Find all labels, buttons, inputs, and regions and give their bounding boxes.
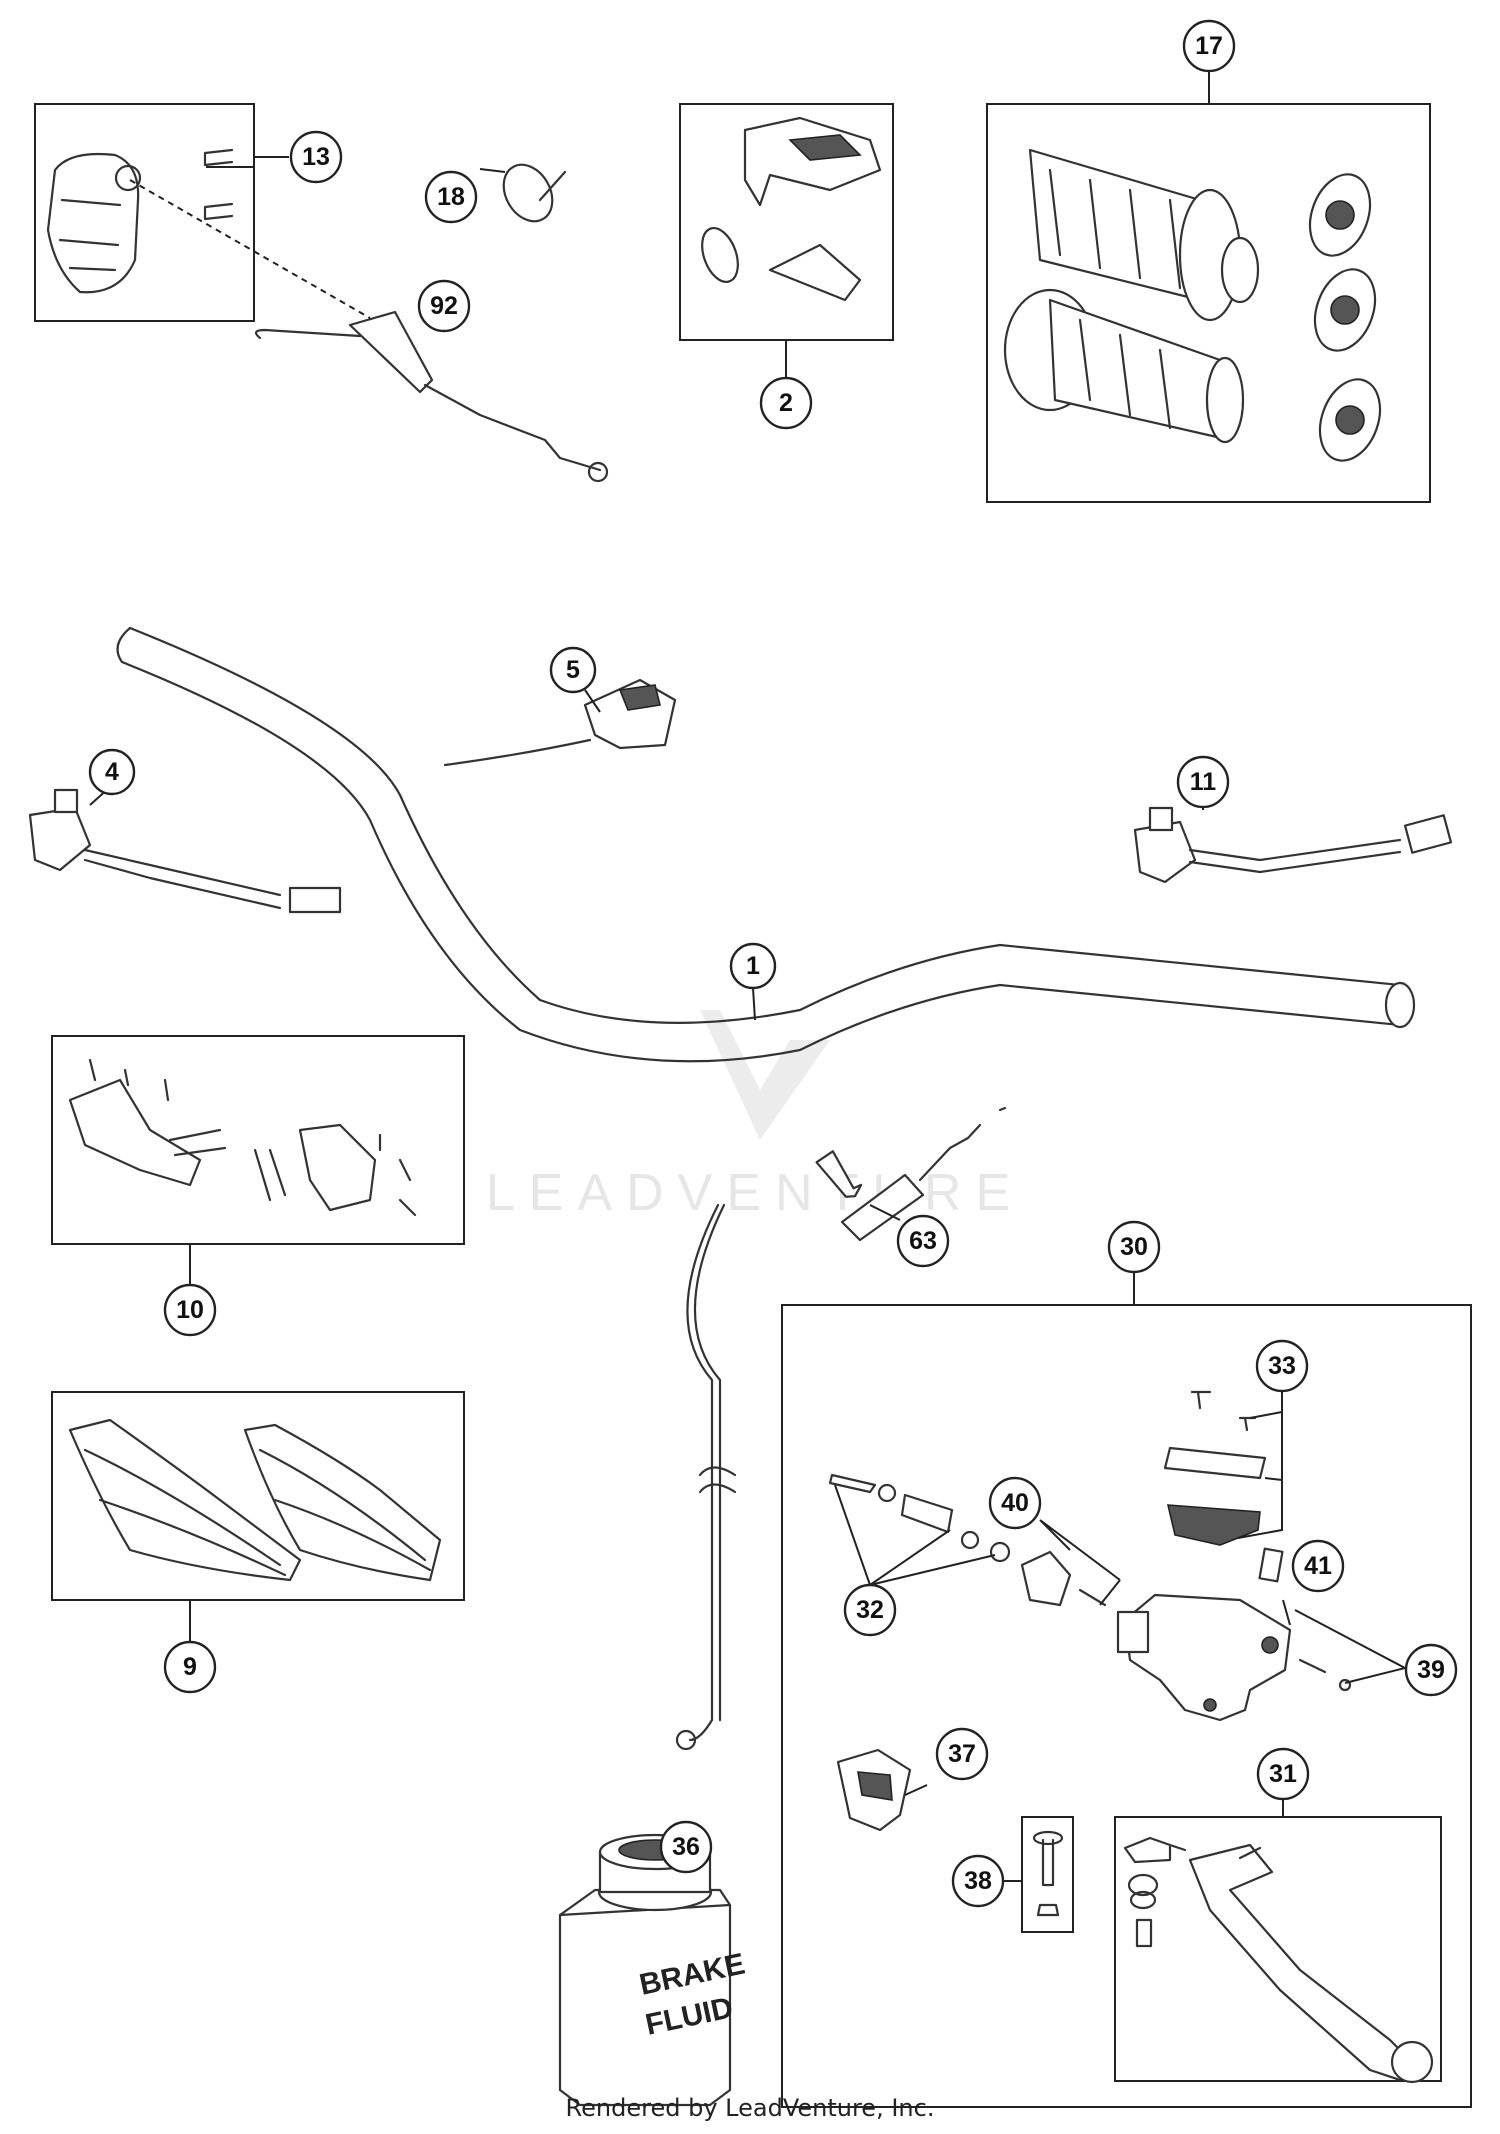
svg-text:39: 39: [1417, 1656, 1445, 1684]
svg-text:32: 32: [856, 1596, 884, 1624]
piston-kit-32: [828, 1473, 1011, 1563]
callout-1: 1: [729, 942, 777, 990]
handguard-mounts-10: [68, 1058, 417, 1217]
brake-hose-63: [675, 1106, 1007, 1751]
callout-18: 18: [424, 170, 478, 224]
callout-39: 39: [1404, 1643, 1458, 1697]
callout-41: 41: [1291, 1539, 1345, 1593]
svg-text:41: 41: [1304, 1552, 1332, 1580]
callout-13: 13: [289, 130, 343, 184]
callout-38: 38: [951, 1854, 1005, 1908]
svg-text:4: 4: [105, 758, 119, 786]
callout-2: 2: [759, 376, 813, 430]
bolt-41: [1258, 1547, 1284, 1583]
svg-text:5: 5: [566, 656, 580, 684]
svg-text:1: 1: [746, 952, 760, 980]
svg-text:9: 9: [183, 1653, 197, 1681]
callout-37: 37: [935, 1727, 989, 1781]
grip-set-17: [1003, 148, 1382, 462]
boot-40: [1020, 1550, 1107, 1607]
callout-10: 10: [163, 1283, 217, 1337]
handguards-9: [68, 1418, 442, 1582]
box-31: [1114, 1816, 1442, 2082]
switch-11: [1133, 806, 1453, 884]
svg-text:11: 11: [1190, 768, 1217, 796]
svg-text:40: 40: [1001, 1489, 1029, 1517]
svg-text:10: 10: [176, 1296, 204, 1324]
brake-lever-31: [1123, 1836, 1434, 2084]
callout-32: 32: [843, 1583, 897, 1637]
switch-5: [443, 678, 677, 767]
svg-text:2: 2: [779, 389, 793, 417]
callout-33: 33: [1255, 1339, 1309, 1393]
svg-text:18: 18: [437, 183, 465, 211]
throttle-cover-2: [701, 116, 882, 302]
master-cylinder-body: [1116, 1593, 1292, 1722]
callout-36: 36: [659, 1820, 713, 1874]
throttle-cable-92: [254, 310, 609, 483]
callout-5: 5: [549, 646, 597, 694]
pivot-bolt-38: [1032, 1830, 1064, 1917]
box-9: [51, 1391, 465, 1601]
callout-31: 31: [1256, 1747, 1310, 1801]
svg-text:36: 36: [672, 1833, 700, 1861]
callout-92: 92: [417, 279, 471, 333]
svg-text:31: 31: [1269, 1760, 1297, 1788]
switch-housing-13: [46, 148, 234, 294]
svg-text:92: 92: [430, 292, 458, 320]
svg-text:63: 63: [909, 1227, 937, 1255]
callout-30: 30: [1107, 1220, 1161, 1274]
zip-tie-18: [502, 163, 567, 223]
brake-fluid-can-36: BRAKE FLUID: [558, 1833, 748, 2107]
switch-4: [28, 788, 342, 914]
handlebar-1: [116, 626, 1416, 1063]
box-13: [34, 103, 255, 322]
callout-40: 40: [988, 1476, 1042, 1530]
pin-39: [1298, 1658, 1352, 1692]
box-30: [781, 1304, 1472, 2108]
svg-text:33: 33: [1268, 1352, 1296, 1380]
credit-text: Rendered by LeadVenture, Inc.: [565, 2094, 935, 2122]
svg-text:38: 38: [964, 1867, 992, 1895]
callout-17: 17: [1182, 19, 1236, 73]
svg-text:30: 30: [1120, 1233, 1148, 1261]
watermark: LEADVENTURE: [486, 1010, 1024, 1222]
reservoir-cap-33: [1163, 1390, 1267, 1546]
svg-text:17: 17: [1195, 32, 1223, 60]
box-10: [51, 1035, 465, 1245]
cover-37: [836, 1748, 912, 1832]
callout-9: 9: [163, 1640, 217, 1694]
svg-text:37: 37: [948, 1740, 976, 1768]
watermark-text: LEADVENTURE: [486, 1164, 1024, 1222]
callout-11: 11: [1176, 755, 1230, 809]
svg-text:13: 13: [302, 143, 330, 171]
callout-4: 4: [88, 748, 136, 796]
box-38: [1021, 1816, 1074, 1933]
callout-63: 63: [896, 1214, 950, 1268]
